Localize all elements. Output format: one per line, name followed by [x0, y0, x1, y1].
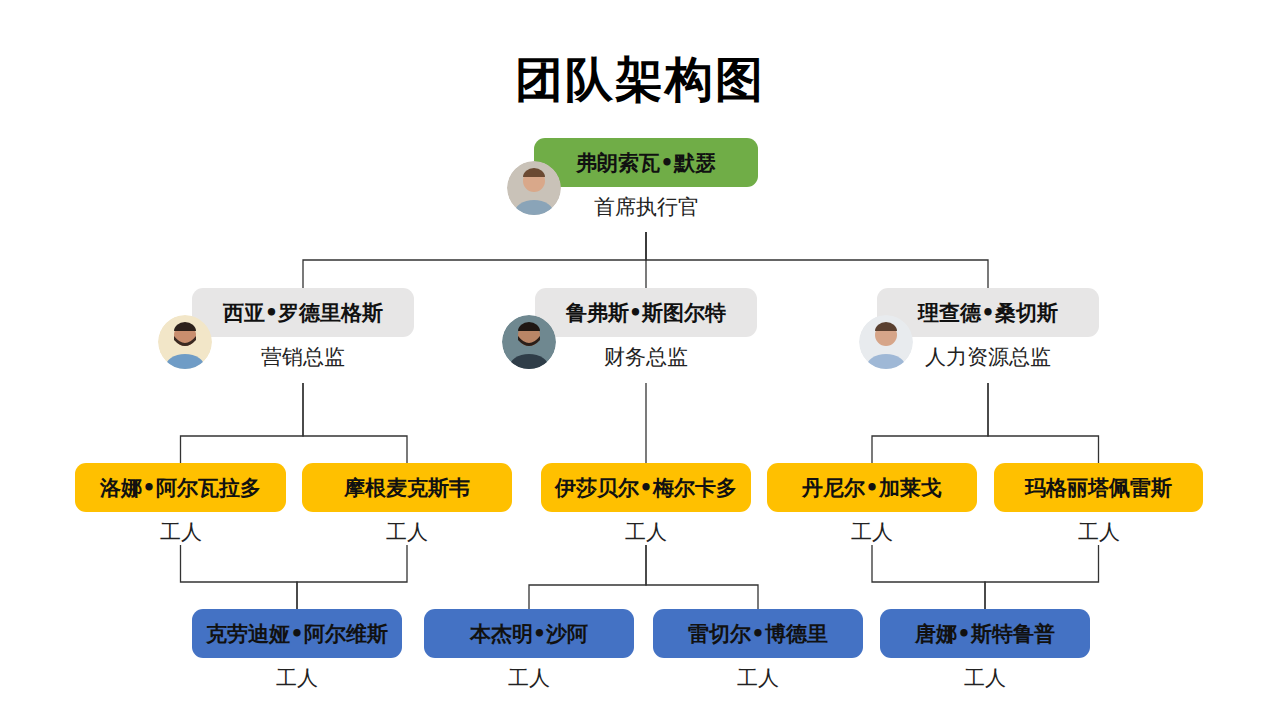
- role-label: 工人: [192, 664, 402, 692]
- worker-node: 本杰明•沙阿工人: [424, 609, 634, 681]
- org-connector: [645, 383, 646, 463]
- name-label: 伊莎贝尔•梅尔卡多: [541, 463, 751, 512]
- worker-node: 玛格丽塔佩雷斯工人: [994, 463, 1203, 545]
- name-label: 鲁弗斯•斯图尔特: [535, 288, 757, 337]
- org-connector: [646, 545, 758, 609]
- role-label: 营销总监: [192, 343, 414, 371]
- worker-node: 洛娜•阿尔瓦拉多工人: [75, 463, 286, 545]
- avatar-photo: [158, 315, 212, 382]
- role-label: 工人: [424, 664, 634, 692]
- role-label: 工人: [75, 518, 286, 546]
- org-connector: [297, 545, 407, 609]
- role-label: 工人: [302, 518, 512, 546]
- org-connector: [529, 545, 646, 609]
- name-label: 理查德•桑切斯: [877, 288, 1099, 337]
- org-connector: [985, 545, 1099, 609]
- name-label: 摩根麦克斯韦: [302, 463, 512, 512]
- name-label: 本杰明•沙阿: [424, 609, 634, 658]
- org-connector: [303, 383, 407, 463]
- org-connector: [303, 232, 646, 288]
- director-node: 西亚•罗德里格斯营销总监: [192, 288, 414, 383]
- org-connector: [181, 545, 298, 609]
- name-label: 西亚•罗德里格斯: [192, 288, 414, 337]
- worker-node: 丹尼尔•加莱戈工人: [767, 463, 977, 545]
- name-label: 雷切尔•博德里: [653, 609, 863, 658]
- role-label: 工人: [994, 518, 1203, 546]
- role-label: 财务总监: [535, 343, 757, 371]
- worker-node: 雷切尔•博德里工人: [653, 609, 863, 681]
- org-connector: [181, 383, 304, 463]
- role-label: 工人: [541, 518, 751, 546]
- worker-node: 摩根麦克斯韦工人: [302, 463, 512, 545]
- name-label: 玛格丽塔佩雷斯: [994, 463, 1203, 512]
- role-label: 工人: [880, 664, 1090, 692]
- name-label: 弗朗索瓦•默瑟: [534, 138, 758, 187]
- worker-node: 伊莎贝尔•梅尔卡多工人: [541, 463, 751, 545]
- name-label: 唐娜•斯特鲁普: [880, 609, 1090, 658]
- org-connector: [872, 545, 985, 609]
- worker-node: 克劳迪娅•阿尔维斯工人: [192, 609, 402, 681]
- org-connector: [872, 383, 988, 463]
- name-label: 洛娜•阿尔瓦拉多: [75, 463, 286, 512]
- ceo-node: 弗朗索瓦•默瑟首席执行官: [534, 138, 758, 232]
- director-node: 鲁弗斯•斯图尔特财务总监: [535, 288, 757, 383]
- role-label: 首席执行官: [534, 193, 758, 221]
- org-connector: [646, 232, 988, 288]
- chart-title: 团队架构图: [0, 48, 1280, 112]
- avatar-photo: [507, 161, 561, 228]
- name-label: 克劳迪娅•阿尔维斯: [192, 609, 402, 658]
- name-label: 丹尼尔•加莱戈: [767, 463, 977, 512]
- avatar-photo: [502, 315, 556, 382]
- worker-node: 唐娜•斯特鲁普工人: [880, 609, 1090, 681]
- role-label: 工人: [767, 518, 977, 546]
- role-label: 工人: [653, 664, 863, 692]
- avatar-photo: [859, 315, 913, 382]
- org-connector: [988, 383, 1099, 463]
